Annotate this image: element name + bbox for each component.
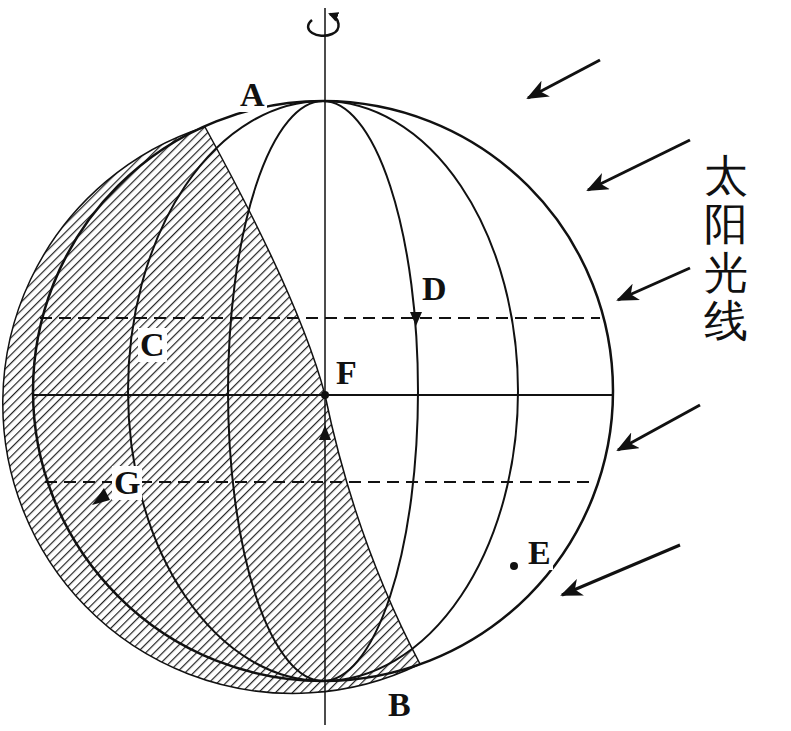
point-label: C (138, 328, 167, 362)
point-label: B (386, 688, 413, 722)
point-label: G (112, 466, 142, 500)
sunlight-label: 太阳光线 (702, 150, 750, 348)
point-label: A (238, 78, 267, 112)
point-label: F (334, 356, 359, 390)
point-label: D (420, 272, 449, 306)
point-label: E (526, 536, 553, 570)
